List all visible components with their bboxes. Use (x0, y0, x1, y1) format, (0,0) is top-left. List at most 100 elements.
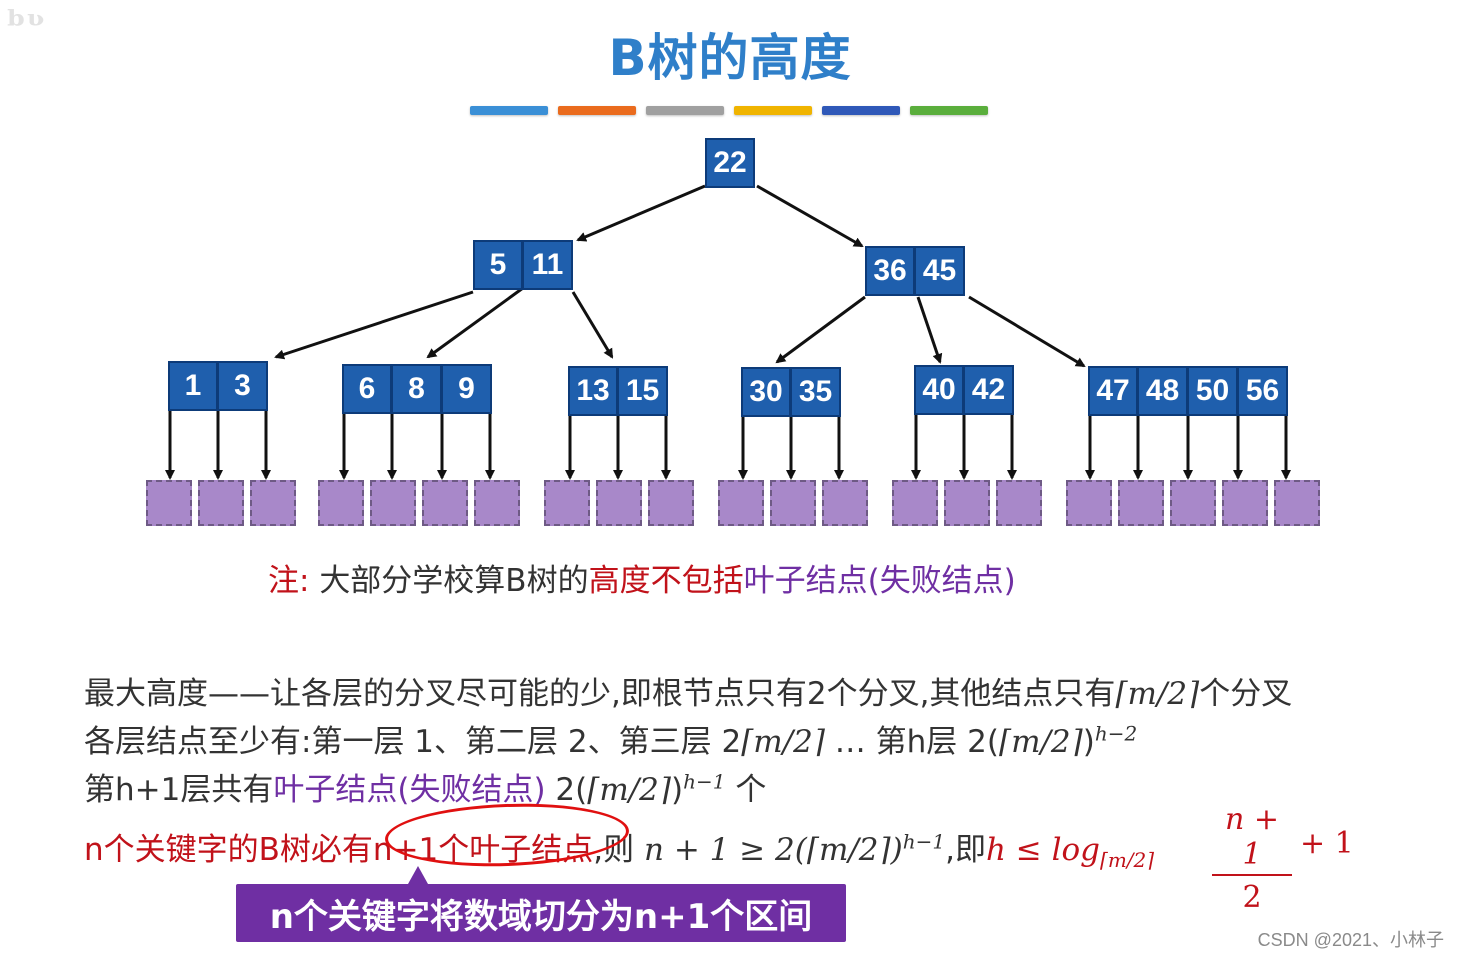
node-key: 3 (218, 361, 268, 411)
note-line: 注: 大部分学校算B树的高度不包括叶子结点(失败结点) (268, 555, 1016, 600)
para2-math1: ⌈m/2⌉ (741, 724, 825, 760)
failure-leaf (944, 480, 990, 526)
failure-leaf (146, 480, 192, 526)
para3-sup: h−1 (683, 769, 726, 794)
node-key: 47 (1088, 366, 1138, 416)
node-key: 22 (705, 138, 755, 188)
node-key: 35 (791, 367, 841, 417)
fraction: n + 1 2 (1212, 802, 1292, 915)
note-part2: 高度不包括 (588, 563, 744, 599)
node-key: 1 (168, 361, 218, 411)
para3-close: ) (671, 772, 684, 808)
node-key: 13 (568, 366, 618, 416)
para-line-1: 最大高度——让各层的分叉尽可能的少,即根节点只有2个分叉,其他结点只有⌈m/2⌉… (84, 668, 1292, 713)
fraction-numerator: n + 1 (1212, 802, 1292, 876)
fraction-denominator: 2 (1242, 880, 1262, 915)
para2-close: ) (1082, 724, 1095, 760)
failure-leaf (1066, 480, 1112, 526)
color-bar (470, 106, 548, 115)
edge (426, 286, 524, 359)
node-key: 50 (1188, 366, 1238, 416)
node-key: 42 (964, 365, 1014, 415)
para4-inequality: n + 1 ≥ 2(⌈m/2⌉) (644, 832, 903, 868)
edge (968, 295, 1086, 368)
note-prefix: 注: (268, 563, 310, 599)
edge (756, 184, 864, 248)
para4-h: h ≤ log (985, 832, 1101, 868)
para4-sub: ⌈m/2⌉ (1100, 848, 1155, 873)
para4-prefix: n个关键字的B树必有 (84, 832, 373, 868)
node-5-11: 5 11 (473, 240, 573, 290)
note-part3: 叶子结点(失败结点) (743, 563, 1016, 599)
para1-text: 最大高度——让各层的分叉尽可能的少,即根节点只有2个分叉,其他结点只有 (84, 676, 1116, 712)
watermark: CSDN @2021、小林子 (1257, 930, 1444, 950)
node-1-3: 1 3 (168, 361, 268, 411)
para4-mid: ,则 (593, 832, 644, 868)
para4-sup: h−1 (902, 829, 946, 854)
para1-math: ⌈m/2⌉ (1115, 676, 1200, 712)
failure-leaf (250, 480, 296, 526)
para3-highlight: 叶子结点(失败结点) (273, 772, 546, 808)
failure-leaf (422, 480, 468, 526)
failure-leaf (1118, 480, 1164, 526)
node-key: 30 (741, 367, 791, 417)
para-line-2: 各层结点至少有:第一层 1、第二层 2、第三层 2⌈m/2⌉ … 第h层 2(⌈… (84, 716, 1137, 761)
para4-circled: n+1个叶子结点 (372, 832, 594, 868)
callout-pointer (408, 866, 428, 884)
failure-leaf (596, 480, 642, 526)
para2-mid: … 第h层 2( (824, 724, 999, 760)
failure-leaf (544, 480, 590, 526)
node-47-48-50-56: 47 48 50 56 (1088, 366, 1288, 416)
edge (916, 296, 943, 364)
logo-watermark: ᵇᶹ (6, 2, 46, 49)
para3-formula: 2( (545, 772, 588, 808)
node-6-8-9: 6 8 9 (342, 364, 492, 414)
edge (571, 291, 614, 359)
para3-tail: 个 (725, 772, 767, 808)
failure-leaf (474, 480, 520, 526)
failure-leaf (1274, 480, 1320, 526)
node-key: 15 (618, 366, 668, 416)
node-key: 45 (915, 246, 965, 296)
node-key: 40 (914, 365, 964, 415)
failure-leaf (318, 480, 364, 526)
edge (775, 295, 866, 364)
node-40-42: 40 42 (914, 365, 1014, 415)
failure-leaf (648, 480, 694, 526)
failure-leaf (770, 480, 816, 526)
node-key: 11 (523, 240, 573, 290)
node-key: 6 (342, 364, 392, 414)
failure-leaf (822, 480, 868, 526)
para3-math: ⌈m/2⌉ (587, 772, 671, 808)
node-key: 48 (1138, 366, 1188, 416)
failure-leaf (892, 480, 938, 526)
color-bar (558, 106, 636, 115)
failure-leaf (996, 480, 1042, 526)
page-title: B树的高度 (608, 29, 852, 87)
root-node: 22 (705, 138, 755, 188)
para3-prefix: 第h+1层共有 (84, 772, 274, 808)
edge (576, 184, 706, 242)
para1-tail: 个分叉 (1199, 676, 1293, 712)
color-bar (910, 106, 988, 115)
btree-edges (165, 184, 1291, 480)
node-30-35: 30 35 (741, 367, 841, 417)
node-key: 5 (473, 240, 523, 290)
failure-leaf (1222, 480, 1268, 526)
color-bar (734, 106, 812, 115)
color-bar (822, 106, 900, 115)
callout-box: n个关键字将数域切分为n+1个区间 (236, 884, 846, 942)
plus-one: + 1 (1300, 826, 1354, 861)
edge (274, 290, 474, 360)
color-bar (646, 106, 724, 115)
node-key: 36 (865, 246, 915, 296)
node-key: 8 (392, 364, 442, 414)
para2-math2: ⌈m/2⌉ (998, 724, 1083, 760)
failure-leaf (370, 480, 416, 526)
para2-text: 各层结点至少有:第一层 1、第二层 2、第三层 2 (84, 724, 742, 760)
note-part1: 大部分学校算B树的 (319, 563, 589, 599)
para4-then: ,即 (945, 832, 986, 868)
failure-leaf (718, 480, 764, 526)
failure-leaf (198, 480, 244, 526)
para-line-3: 第h+1层共有叶子结点(失败结点) 2(⌈m/2⌉)h−1 个 (84, 764, 766, 809)
